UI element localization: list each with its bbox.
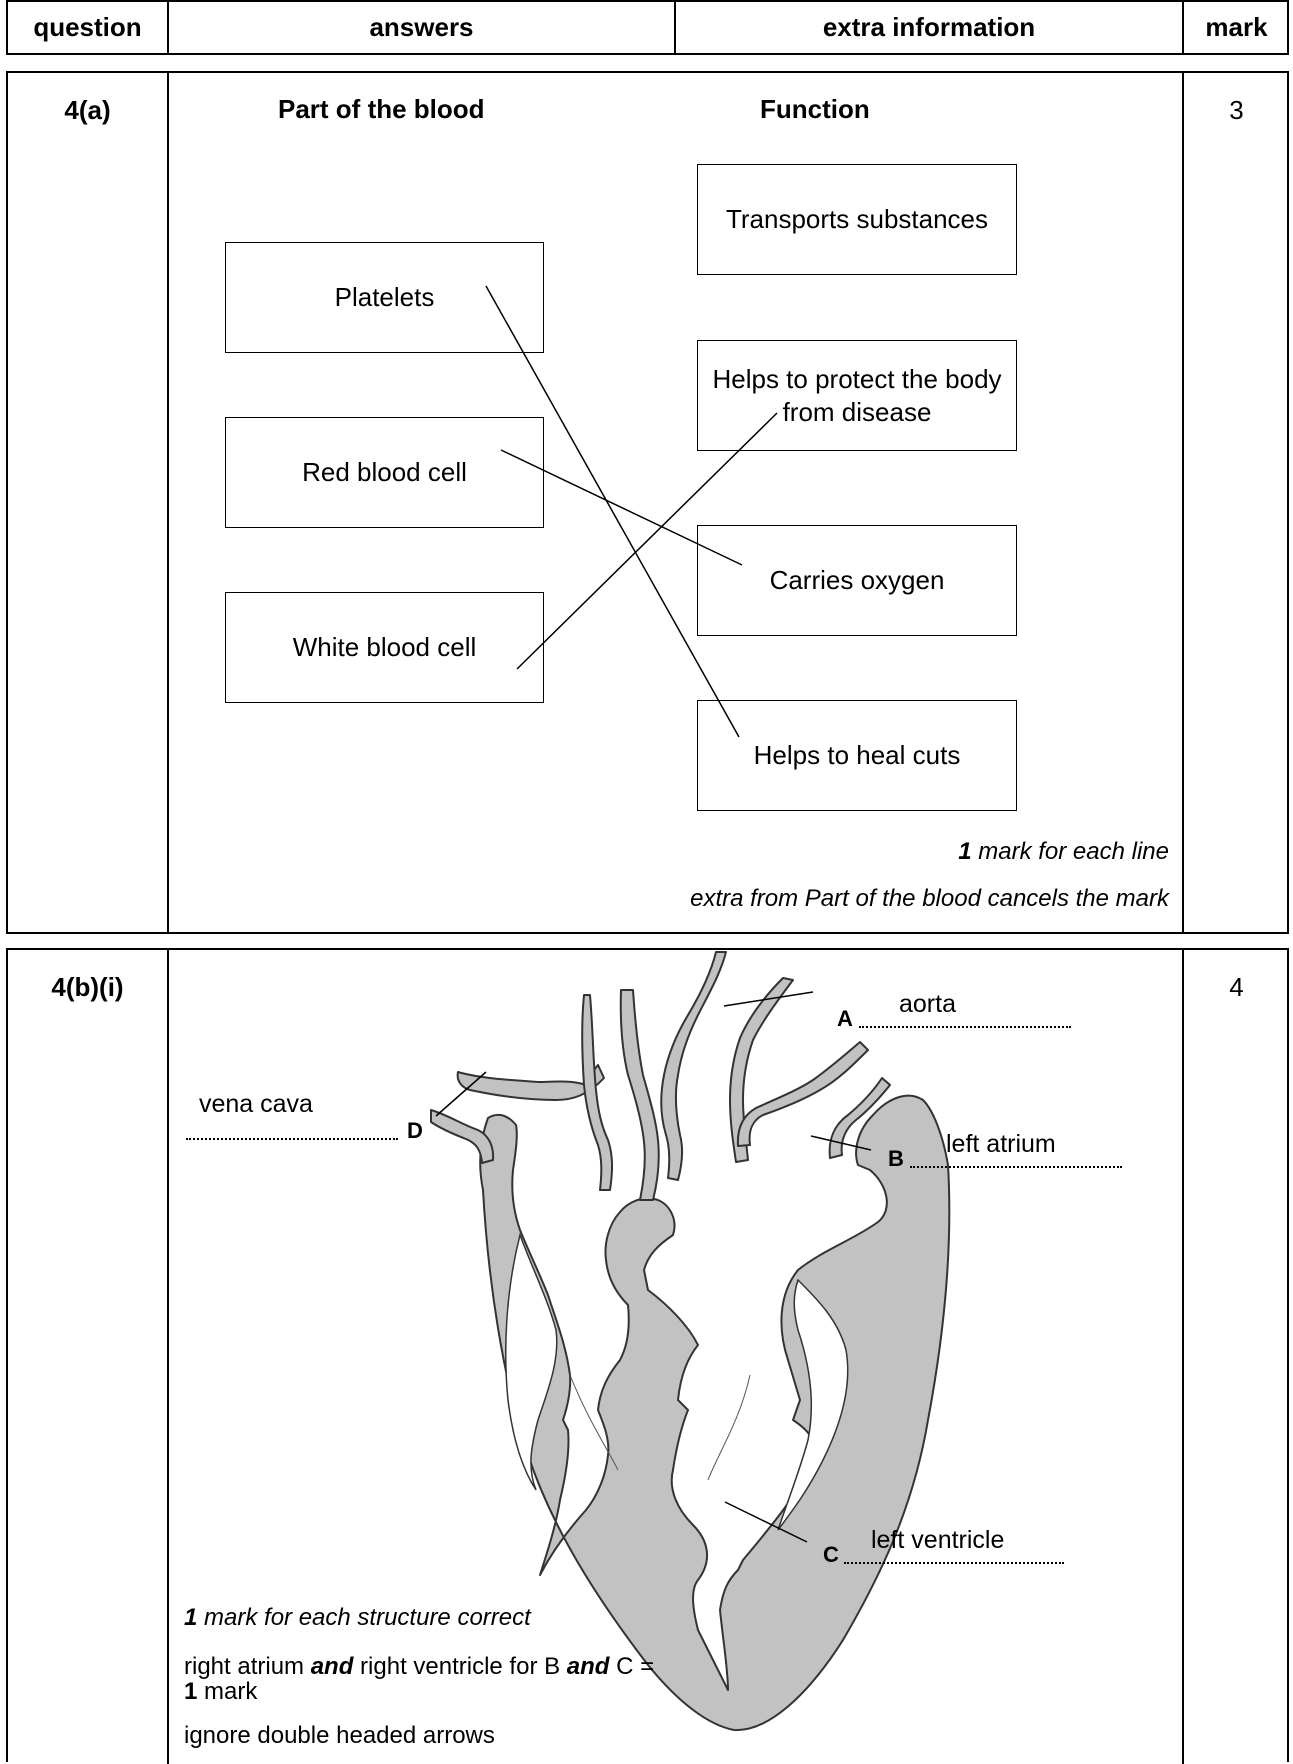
note-text: mark for each line bbox=[971, 838, 1169, 865]
answer-left-atrium: left atrium bbox=[946, 1130, 1056, 1158]
heart-diagram bbox=[430, 951, 951, 1732]
column-heading-part: Part of the blood bbox=[278, 94, 485, 124]
answer-line-b bbox=[910, 1166, 1122, 1168]
label-letter-b: B bbox=[888, 1146, 904, 1171]
chamber-left-ventricle bbox=[777, 1278, 849, 1531]
note-mark-each-structure: 1 mark for each structure correct bbox=[184, 1604, 531, 1632]
header-extra-information: extra information bbox=[822, 12, 1036, 42]
header-question: question bbox=[33, 12, 142, 42]
answer-aorta: aorta bbox=[899, 990, 956, 1018]
match-line-white-blood-cell bbox=[516, 412, 778, 670]
divider bbox=[1182, 73, 1184, 932]
note-text: right ventricle for B bbox=[353, 1653, 567, 1680]
divider bbox=[1182, 2, 1184, 53]
note-and: and bbox=[566, 1653, 610, 1680]
question-4bi-section: 4(b)(i) 4 A aorta bbox=[6, 948, 1289, 1764]
answer-vena-cava: vena cava bbox=[199, 1090, 313, 1118]
question-mark: 4 bbox=[1229, 972, 1244, 1002]
note-bold: 1 bbox=[184, 1604, 198, 1631]
header-answers: answers bbox=[369, 12, 474, 42]
note-and: and bbox=[310, 1653, 354, 1680]
question-label: 4(a) bbox=[64, 95, 111, 125]
vessel-central-1 bbox=[581, 994, 614, 1191]
note-bold: 1 bbox=[184, 1678, 198, 1706]
note-text: mark for each structure correct bbox=[197, 1604, 531, 1631]
matching-lines bbox=[485, 285, 778, 738]
divider bbox=[167, 2, 169, 53]
vessel-right-upper bbox=[736, 1041, 869, 1147]
question-mark: 3 bbox=[1229, 95, 1244, 125]
header-row: question answers extra information mark bbox=[6, 0, 1289, 55]
chamber-right-ventricle bbox=[504, 1232, 558, 1491]
function-box-oxygen: Carries oxygen bbox=[697, 525, 1017, 636]
valve-line-left bbox=[569, 1374, 619, 1471]
pointer-line-b bbox=[810, 1135, 872, 1151]
answer-line-d bbox=[186, 1138, 398, 1140]
question-4a-section: 4(a) 3 Part of the blood Function Platel… bbox=[6, 71, 1289, 934]
divider bbox=[167, 950, 169, 1764]
part-box-red-blood-cell: Red blood cell bbox=[225, 417, 544, 528]
function-box-heal-cuts: Helps to heal cuts bbox=[697, 700, 1017, 811]
label-letter-c: C bbox=[823, 1542, 839, 1567]
function-box-protect: Helps to protect the body from disease bbox=[697, 340, 1017, 451]
note-text: right atrium bbox=[184, 1653, 311, 1680]
pointer-line-c bbox=[724, 1501, 808, 1543]
match-line-platelets bbox=[485, 285, 740, 738]
label-letter-a: A bbox=[837, 1006, 853, 1031]
vessel-central-2 bbox=[619, 989, 660, 1201]
vessel-aorta-right bbox=[729, 977, 794, 1163]
note-mark-each-line: 1 mark for each line bbox=[569, 838, 1169, 866]
note-text: C = bbox=[609, 1653, 655, 1680]
vessel-aorta-main bbox=[660, 951, 727, 1181]
answer-line-a bbox=[859, 1026, 1071, 1028]
divider bbox=[1182, 950, 1184, 1764]
vessel-right-far bbox=[828, 1077, 891, 1159]
part-box-platelets: Platelets bbox=[225, 242, 544, 353]
vessel-left-branch bbox=[456, 1064, 605, 1101]
note-extra-cancels: extra from Part of the blood cancels the… bbox=[690, 885, 1169, 912]
pointer-line-d bbox=[435, 1071, 487, 1117]
note-bold: 1 bbox=[958, 838, 972, 865]
vessel-vena-cava bbox=[430, 1109, 495, 1164]
answer-left-ventricle: left ventricle bbox=[871, 1526, 1005, 1554]
match-line-red-blood-cell bbox=[500, 449, 743, 566]
divider bbox=[167, 73, 169, 932]
valve-line-right bbox=[707, 1374, 751, 1481]
pointer-line-a bbox=[723, 991, 814, 1007]
note-right-atrium-ventricle: right atrium and right ventricle for B a… bbox=[184, 1654, 654, 1704]
part-box-white-blood-cell: White blood cell bbox=[225, 592, 544, 703]
function-box-transports: Transports substances bbox=[697, 164, 1017, 275]
answer-line-c bbox=[844, 1562, 1064, 1564]
note-text: mark bbox=[197, 1678, 258, 1706]
divider bbox=[674, 2, 676, 53]
heart-wall bbox=[479, 1094, 951, 1732]
label-letter-d: D bbox=[407, 1118, 423, 1143]
header-mark: mark bbox=[1205, 12, 1268, 42]
column-heading-function: Function bbox=[760, 94, 870, 124]
question-label: 4(b)(i) bbox=[51, 972, 124, 1002]
note-ignore-arrows: ignore double headed arrows bbox=[184, 1722, 495, 1749]
